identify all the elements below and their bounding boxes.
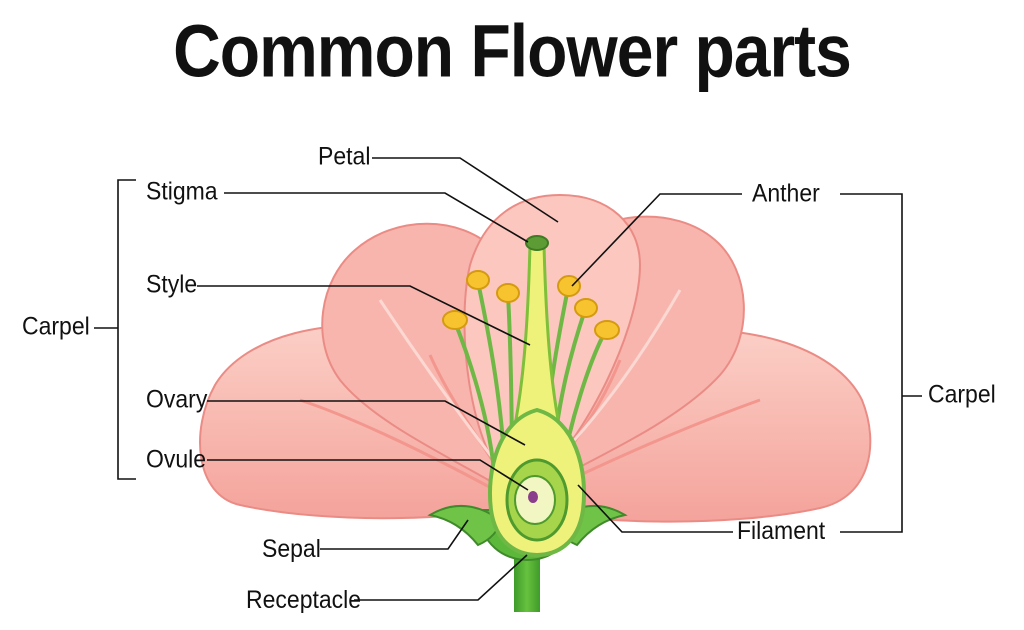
- petal-center: [463, 193, 642, 497]
- anther-5: [574, 298, 598, 318]
- leader-lines: [94, 157, 922, 601]
- anther-1: [442, 310, 468, 330]
- label-receptacle: Receptacle: [246, 584, 362, 614]
- label-carpel-left: Carpel: [22, 311, 90, 341]
- pistil: [488, 235, 586, 558]
- label-style: Style: [146, 269, 198, 299]
- anther-2: [466, 270, 490, 290]
- label-petal: Petal: [318, 141, 371, 171]
- petals: [199, 193, 872, 523]
- label-stigma: Stigma: [146, 176, 218, 206]
- label-sepal: Sepal: [262, 533, 321, 563]
- label-ovule: Ovule: [146, 444, 207, 474]
- diagram-title: Common Flower parts: [173, 9, 852, 92]
- anther-6: [594, 320, 620, 340]
- ovule-shape: [528, 491, 538, 503]
- stigma-shape: [525, 235, 549, 251]
- label-filament: Filament: [737, 515, 826, 545]
- label-carpel-right: Carpel: [928, 379, 996, 409]
- label-ovary: Ovary: [146, 384, 208, 414]
- anther-4: [557, 275, 581, 297]
- anther-3: [496, 283, 520, 303]
- label-anther: Anther: [752, 178, 820, 208]
